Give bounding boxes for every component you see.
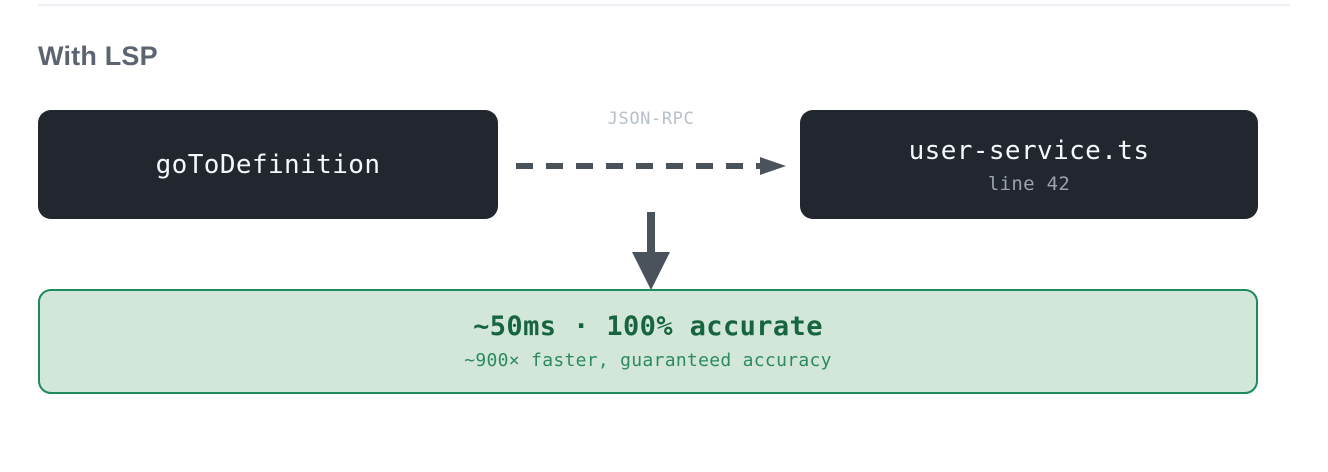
edge-rpc-arrow	[514, 157, 786, 175]
edge-rpc-label: JSON-RPC	[607, 109, 695, 129]
edge-result-arrow	[628, 212, 674, 290]
arrowhead-right-icon	[760, 157, 786, 175]
node-request: goToDefinition	[38, 110, 498, 219]
node-target: user-service.ts line 42	[800, 110, 1258, 219]
result-callout: ~50ms · 100% accurate ~900× faster, guar…	[38, 289, 1258, 394]
node-target-label: user-service.ts	[908, 135, 1150, 166]
page-title: With LSP	[38, 41, 158, 71]
arrowhead-down-icon	[632, 252, 670, 290]
result-subtext: ~900× faster, guaranteed accuracy	[464, 350, 832, 371]
top-divider	[38, 4, 1290, 6]
result-headline: ~50ms · 100% accurate	[473, 311, 823, 342]
node-request-label: goToDefinition	[155, 149, 381, 180]
node-target-sublabel: line 42	[987, 172, 1071, 195]
